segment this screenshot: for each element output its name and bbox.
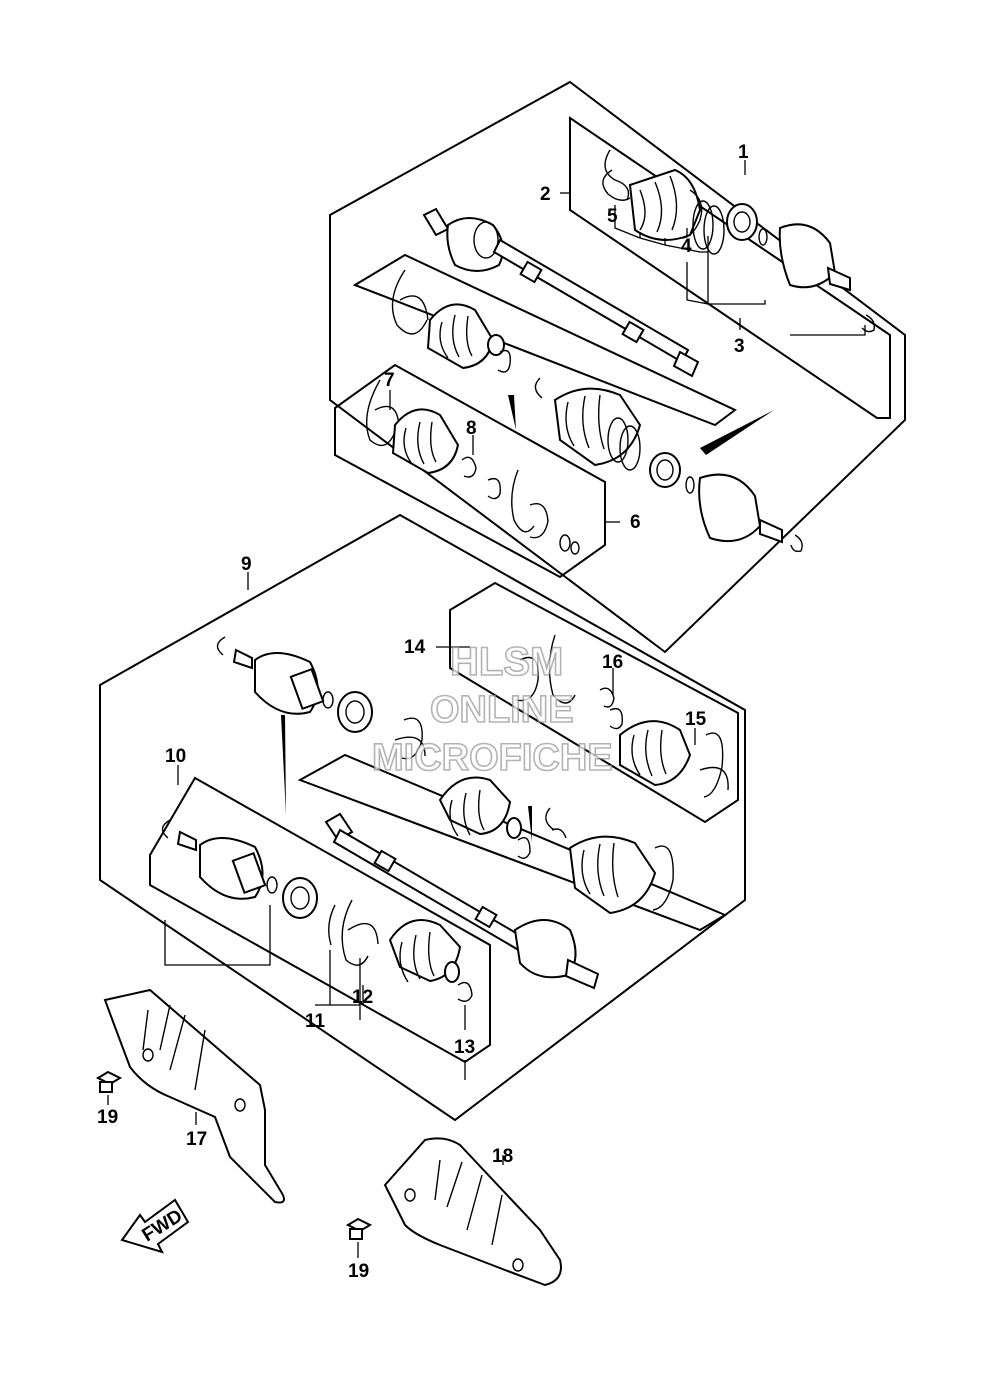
watermark: HLSM ONLINE MICROFICHE [371,639,613,780]
inner-joint-kit-10-13 [161,819,473,1002]
upper-drive-shaft [422,207,700,378]
callout-19-left: 19 [97,1107,118,1128]
callout-12: 12 [352,987,373,1008]
callout-11: 11 [305,1011,326,1032]
callout-6: 6 [630,512,641,533]
upper-outer-joint-kit [602,149,876,333]
callout-10: 10 [165,746,186,767]
callout-9: 9 [241,554,252,575]
callout-15: 15 [685,709,707,730]
callout-17: 17 [186,1129,207,1150]
callout-13: 13 [454,1037,475,1058]
upper-assembly-frame [329,80,906,654]
bolt-19-left [95,1070,123,1093]
lower-middle-boot [394,717,532,859]
middle-outer-joint [534,377,803,553]
inner-boot-kit [391,269,511,373]
watermark-line-3: MICROFICHE [372,737,613,779]
callout-19-right: 19 [348,1261,369,1282]
lower-inner-joint-upper [216,636,373,733]
callout-4: 4 [681,236,692,257]
lower-drive-shaft [324,807,674,990]
callout-1: 1 [738,142,749,163]
callout-3: 3 [734,336,745,357]
fwd-arrow: FWD [120,1198,190,1254]
callout-16: 16 [602,652,623,673]
callout-5: 5 [607,206,618,227]
callout-2: 2 [540,184,551,205]
bolt-19-right [345,1217,373,1240]
pointer-wedge-2 [700,410,774,455]
callout-labels: 1 2 5 4 3 7 8 6 9 14 16 15 10 12 11 13 1… [97,142,749,1282]
pointer-wedge-3 [281,715,286,815]
heat-shield-17 [103,988,285,1204]
leader-lines [107,160,866,1258]
watermark-line-2: ONLINE [430,689,574,731]
heat-shield-18 [383,1137,562,1287]
callout-7: 7 [384,370,395,391]
callout-14: 14 [404,637,426,658]
boot-kit-14-16 [515,634,729,798]
lower-assembly-frame [99,513,746,1122]
callout-18: 18 [492,1146,513,1167]
callout-8: 8 [466,418,477,439]
pointer-wedge-1 [508,395,516,430]
boot-kit-6 [365,379,580,555]
watermark-line-1: HLSM [450,640,563,684]
